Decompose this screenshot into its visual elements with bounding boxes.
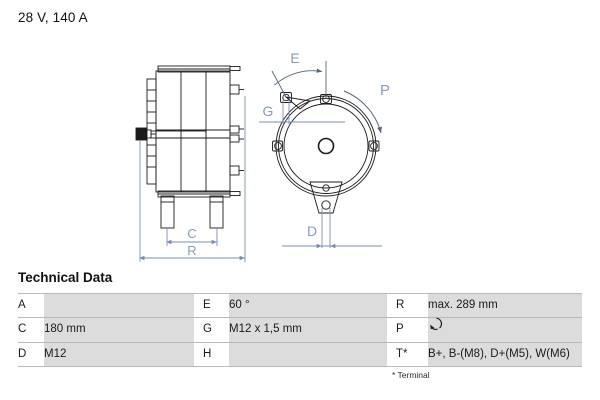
dimension-d bbox=[282, 208, 382, 249]
column-gap bbox=[387, 317, 396, 343]
label-d: D bbox=[307, 223, 317, 239]
dimension-c bbox=[166, 228, 218, 246]
end-view bbox=[272, 92, 380, 214]
row-key-r: R bbox=[396, 293, 428, 318]
label-g: G bbox=[263, 103, 274, 119]
dimension-p bbox=[343, 90, 382, 134]
rotation-direction-icon bbox=[428, 316, 444, 341]
label-p: P bbox=[380, 82, 390, 99]
row-value-a bbox=[44, 293, 194, 318]
table-row: C 180 mm G M12 x 1,5 mm P bbox=[18, 316, 582, 343]
technical-drawing: C R E bbox=[0, 22, 600, 262]
column-gap bbox=[387, 341, 396, 367]
row-key-d: D bbox=[18, 341, 44, 367]
row-key-c: C bbox=[18, 317, 44, 343]
technical-data-section: Technical Data A E 60 ° R max. 289 mm C … bbox=[0, 270, 600, 380]
column-gap bbox=[387, 293, 396, 318]
row-value-d: M12 bbox=[44, 341, 194, 367]
column-gap bbox=[194, 341, 203, 367]
row-key-p: P bbox=[396, 317, 428, 343]
row-value-p bbox=[428, 316, 582, 343]
technical-data-table: A E 60 ° R max. 289 mm C 180 mm G M12 x … bbox=[18, 293, 582, 367]
row-value-e: 60 ° bbox=[229, 293, 387, 318]
dimension-e bbox=[271, 61, 327, 99]
terminal-footnote: * Terminal bbox=[392, 369, 430, 380]
row-value-c: 180 mm bbox=[44, 317, 194, 343]
row-value-g: M12 x 1,5 mm bbox=[229, 317, 387, 343]
dimension-g bbox=[259, 100, 345, 124]
row-value-t: B+, B-(M8), D+(M5), W(M6) bbox=[428, 341, 582, 367]
row-key-a: A bbox=[18, 293, 44, 318]
row-key-t: T* bbox=[396, 341, 428, 367]
table-row: D M12 H T* B+, B-(M8), D+(M5), W(M6) bbox=[18, 341, 582, 367]
column-gap bbox=[194, 293, 203, 318]
table-row: A E 60 ° R max. 289 mm bbox=[18, 293, 582, 318]
label-c: C bbox=[187, 226, 196, 241]
row-value-r: max. 289 mm bbox=[428, 293, 582, 318]
row-key-h: H bbox=[203, 341, 229, 367]
dimension-r bbox=[139, 96, 246, 262]
label-r: R bbox=[187, 243, 196, 258]
label-e: E bbox=[290, 50, 299, 66]
column-gap bbox=[194, 317, 203, 343]
side-view bbox=[135, 65, 244, 229]
row-key-g: G bbox=[203, 317, 229, 343]
row-value-h bbox=[229, 341, 387, 367]
technical-data-heading: Technical Data bbox=[18, 270, 113, 285]
row-key-e: E bbox=[203, 293, 229, 318]
page-title: 28 V, 140 A bbox=[18, 10, 88, 25]
